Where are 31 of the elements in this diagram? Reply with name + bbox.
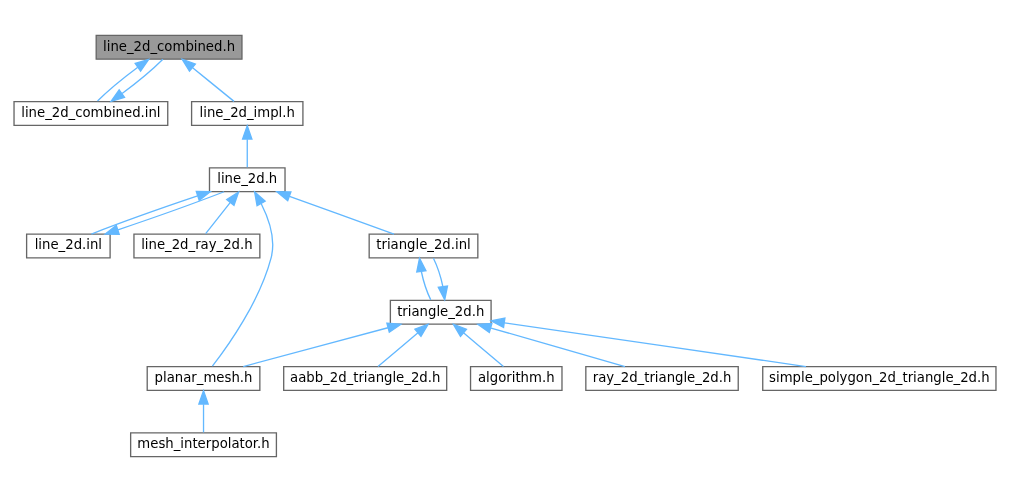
arrow xyxy=(451,322,505,368)
arrow xyxy=(242,322,403,368)
node-box: line_2d.h xyxy=(208,167,286,193)
arrow xyxy=(180,57,235,103)
arrow xyxy=(274,191,395,235)
arrow xyxy=(109,58,164,103)
node-box: line_2d_ray_2d.h xyxy=(133,233,261,259)
arrow xyxy=(211,190,274,367)
node-box: mesh_interpolator.h xyxy=(129,432,278,458)
node-box: planar_mesh.h xyxy=(146,365,261,392)
node-box: line_2d.inl xyxy=(25,233,111,259)
node-box: line_2d_combined.inl xyxy=(13,100,169,127)
node-box: simple_polygon_2d_triangle_2d.h xyxy=(762,365,997,392)
arrow xyxy=(90,190,213,235)
arrow xyxy=(475,322,626,368)
node-box: algorithm.h xyxy=(469,365,563,392)
arrow xyxy=(103,191,225,235)
arrow xyxy=(197,388,210,434)
node-box: triangle_2d.h xyxy=(389,299,492,325)
arrow xyxy=(432,257,449,302)
arrow xyxy=(489,317,807,368)
node-box: aabb_2d_triangle_2d.h xyxy=(283,365,448,392)
node-box: ray_2d_triangle_2d.h xyxy=(585,365,739,392)
node-box: line_2d_combined.h xyxy=(95,34,243,60)
arrow xyxy=(377,322,430,368)
arrow xyxy=(205,190,240,235)
node-box: line_2d_impl.h xyxy=(190,100,304,127)
arrow xyxy=(241,123,253,168)
node-box: triangle_2d.inl xyxy=(368,233,479,259)
arrow xyxy=(96,58,151,102)
arrow xyxy=(415,256,432,301)
